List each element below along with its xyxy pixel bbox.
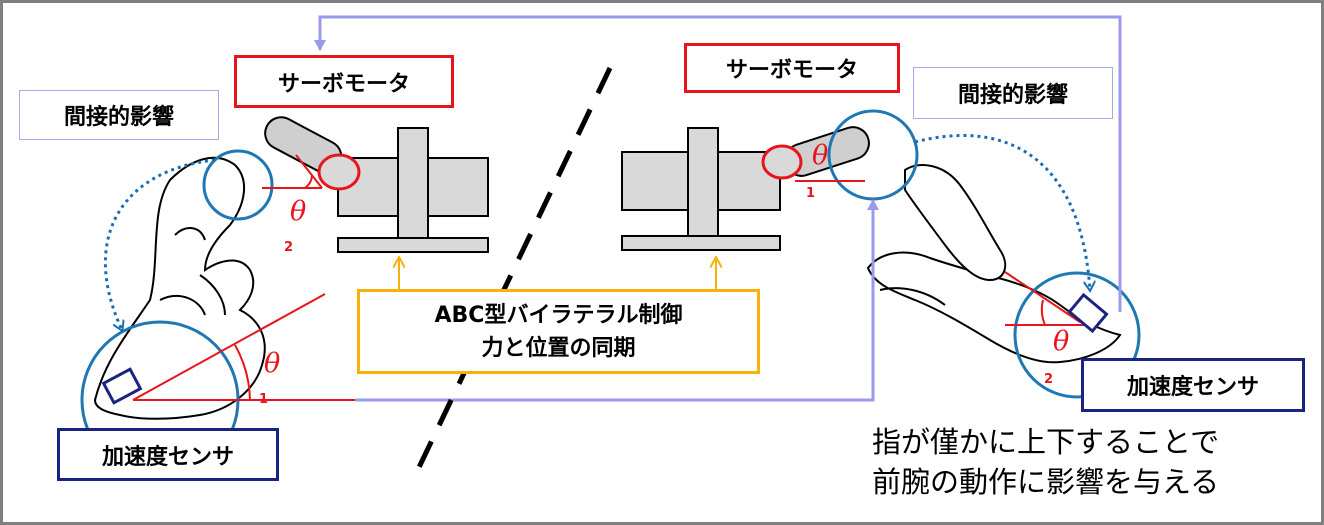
note-line-2: 前腕の動作に影響を与える	[872, 465, 1220, 499]
abc-line-1: ABC型バイラテラル制御	[434, 302, 683, 328]
right-sensor-box	[1067, 292, 1109, 334]
center-divider	[409, 66, 613, 484]
angle-lines	[132, 154, 1095, 401]
bottom-link-line	[355, 199, 879, 402]
theta-left-bottom: θ	[264, 348, 281, 379]
top-link-line	[314, 15, 1122, 312]
theta-right-top: θ	[812, 140, 829, 171]
note-line-1: 指が僅かに上下することで	[872, 425, 1220, 459]
theta-right-bottom: θ	[1053, 326, 1070, 357]
index-left-top: 2	[284, 240, 294, 255]
abc-line-2: 力と位置の同期	[481, 335, 636, 361]
left-servo-label: サーボモータ	[234, 55, 454, 108]
abc-control-box: ABC型バイラテラル制御 力と位置の同期	[357, 289, 760, 374]
right-hand-illustration	[866, 164, 1122, 364]
left-sensor-label: 加速度センサ	[57, 428, 279, 481]
index-right-top: 1	[806, 186, 816, 201]
right-dotted-arrow	[914, 134, 1090, 290]
theta-left-top: θ	[290, 196, 307, 227]
left-servo-motor	[264, 116, 489, 253]
left-sensor-box	[101, 367, 143, 405]
left-indirect-effect-label: 間接的影響	[19, 90, 219, 140]
index-left-bottom: 1	[259, 392, 269, 407]
right-sensor-label: 加速度センサ	[1081, 358, 1305, 412]
index-right-bottom: 2	[1044, 372, 1054, 387]
right-servo-label: サーボモータ	[684, 43, 900, 93]
right-servo-motor	[621, 126, 870, 251]
right-indirect-effect-label: 間接的影響	[913, 67, 1113, 119]
